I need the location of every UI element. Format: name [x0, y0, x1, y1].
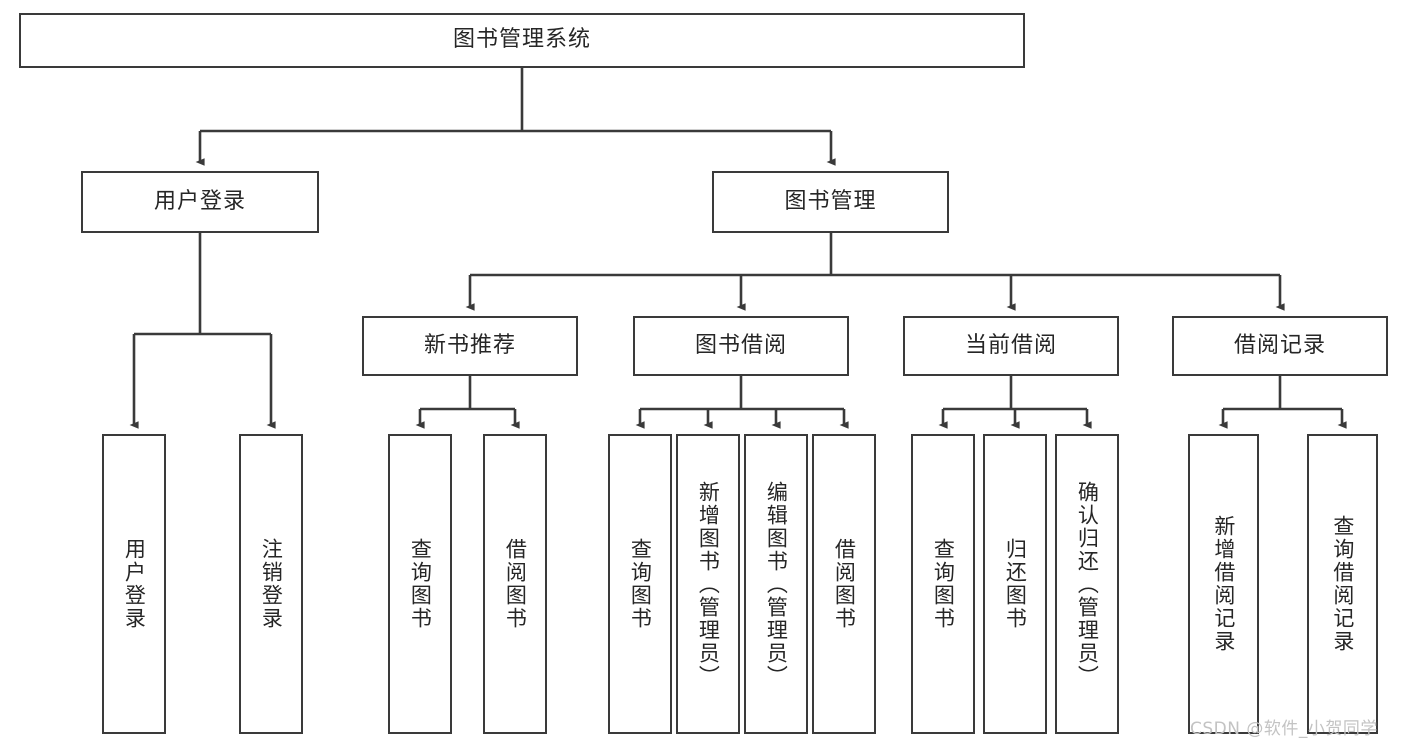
node-new-book-recommend[interactable]: 新书推荐 — [362, 316, 578, 376]
leaf-query-book-rec[interactable]: 查询图书 — [388, 434, 452, 734]
leaf-user-login[interactable]: 用户登录 — [102, 434, 166, 734]
node-book-borrow[interactable]: 图书借阅 — [633, 316, 849, 376]
leaf-query-book-rec-label: 查询图书 — [408, 538, 433, 630]
leaf-borrow-book-rec-label: 借阅图书 — [503, 538, 528, 630]
leaf-return-book-label: 归还图书 — [1003, 538, 1028, 630]
leaf-borrow-book-rec[interactable]: 借阅图书 — [483, 434, 547, 734]
leaf-query-book-current-label: 查询图书 — [931, 538, 956, 630]
leaf-borrow-book[interactable]: 借阅图书 — [812, 434, 876, 734]
node-user-login[interactable]: 用户登录 — [81, 171, 319, 233]
leaf-query-book-current[interactable]: 查询图书 — [911, 434, 975, 734]
leaf-logout-label: 注销登录 — [259, 538, 284, 630]
leaf-confirm-return-admin[interactable]: 确认归还（管理员） — [1055, 434, 1119, 734]
leaf-add-book-admin-label: 新增图书（管理员） — [696, 480, 721, 688]
node-borrow-record-label: 借阅记录 — [1233, 332, 1326, 358]
node-current-borrow-label: 当前借阅 — [964, 332, 1057, 358]
leaf-confirm-return-admin-label: 确认归还（管理员） — [1075, 480, 1100, 688]
leaf-query-borrow-record[interactable]: 查询借阅记录 — [1307, 434, 1378, 734]
leaf-query-book-label: 查询图书 — [628, 538, 653, 630]
node-book-management-label: 图书管理 — [784, 188, 877, 214]
node-root-label: 图书管理系统 — [452, 27, 591, 53]
leaf-add-borrow-record-label: 新增借阅记录 — [1211, 515, 1236, 653]
leaf-add-book-admin[interactable]: 新增图书（管理员） — [676, 434, 740, 734]
leaf-query-book[interactable]: 查询图书 — [608, 434, 672, 734]
leaf-edit-book-admin[interactable]: 编辑图书（管理员） — [744, 434, 808, 734]
leaf-logout[interactable]: 注销登录 — [239, 434, 303, 734]
csdn-watermark: CSDN @软件_小贺同学 — [1190, 719, 1378, 739]
node-root-system[interactable]: 图书管理系统 — [19, 13, 1025, 68]
leaf-return-book[interactable]: 归还图书 — [983, 434, 1047, 734]
leaf-add-borrow-record[interactable]: 新增借阅记录 — [1188, 434, 1259, 734]
node-new-book-recommend-label: 新书推荐 — [423, 332, 516, 358]
node-book-management[interactable]: 图书管理 — [712, 171, 949, 233]
node-book-borrow-label: 图书借阅 — [694, 332, 787, 358]
node-borrow-record[interactable]: 借阅记录 — [1172, 316, 1388, 376]
node-current-borrow[interactable]: 当前借阅 — [903, 316, 1119, 376]
leaf-edit-book-admin-label: 编辑图书（管理员） — [764, 480, 789, 688]
leaf-user-login-label: 用户登录 — [122, 538, 147, 630]
leaf-query-borrow-record-label: 查询借阅记录 — [1330, 515, 1355, 653]
leaf-borrow-book-label: 借阅图书 — [832, 538, 857, 630]
node-user-login-label: 用户登录 — [153, 188, 246, 214]
